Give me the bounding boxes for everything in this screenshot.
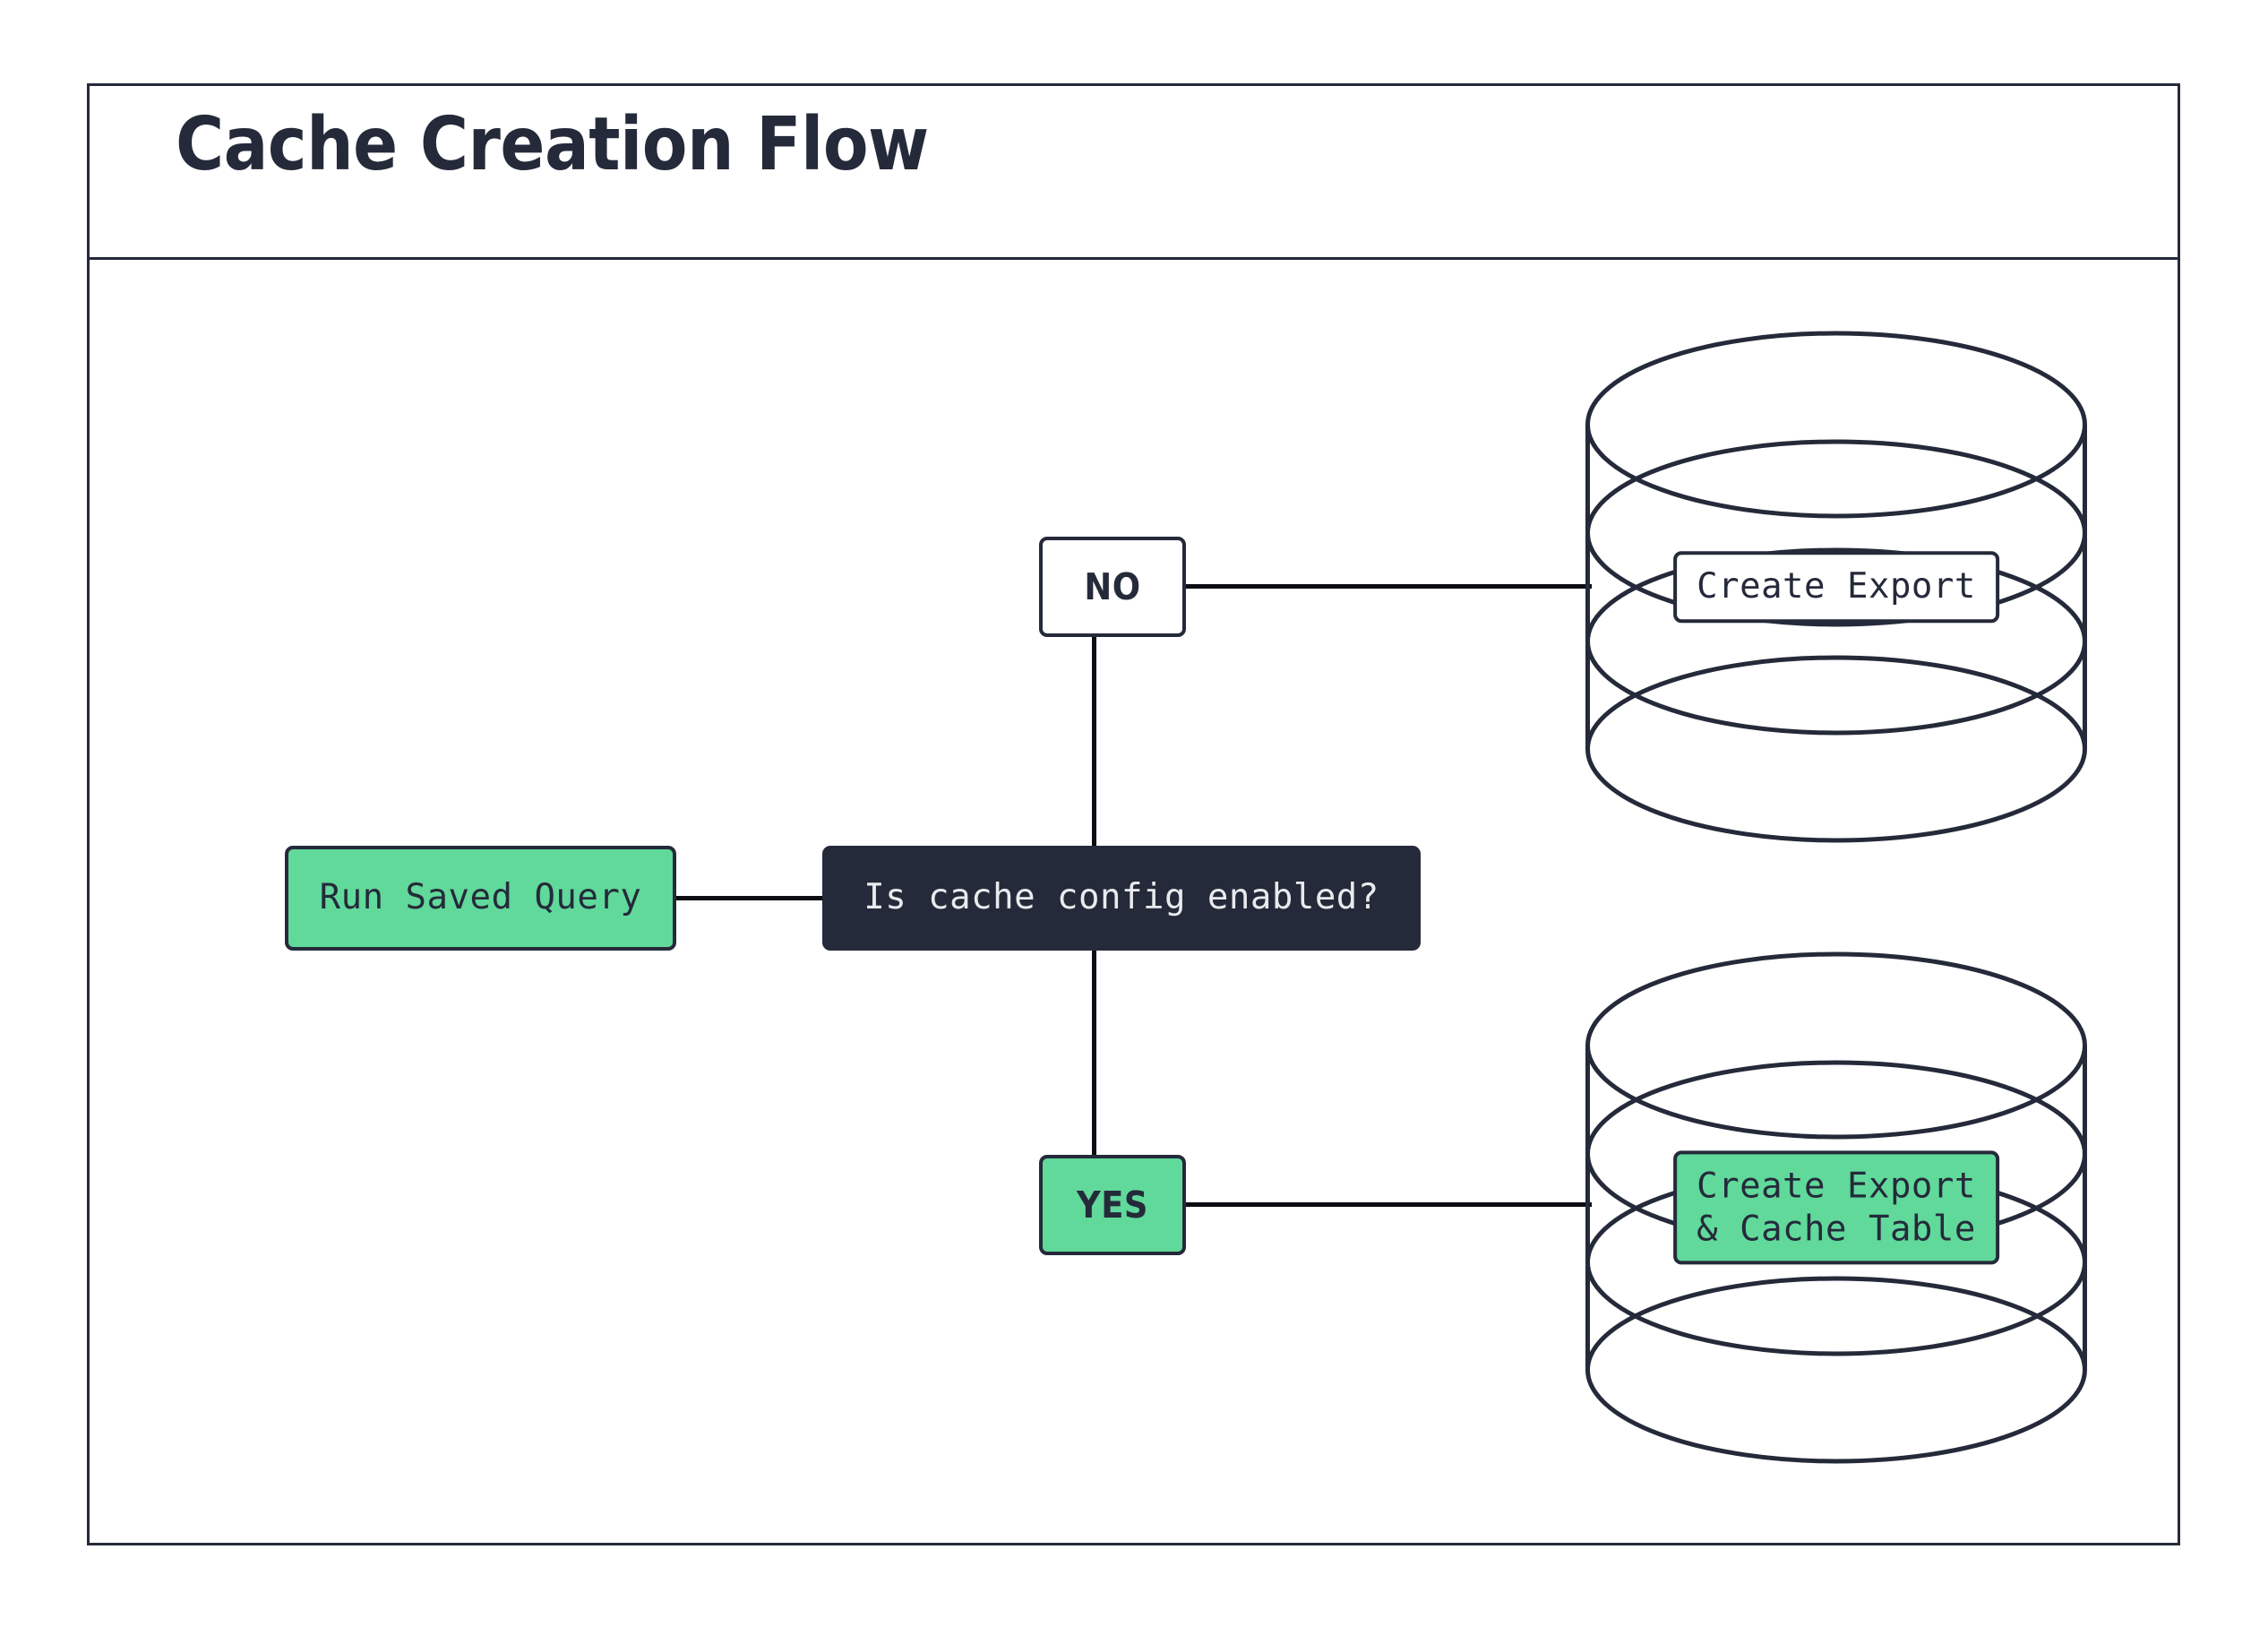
- database-cylinder-icon: [1585, 331, 2087, 843]
- node-run-saved-query[interactable]: Run Saved Query: [285, 846, 676, 951]
- node-branch-no[interactable]: NO: [1039, 537, 1186, 637]
- edge-decision-to-no: [1092, 634, 1096, 849]
- diagram-header-bar: [87, 83, 2180, 260]
- edge-decision-to-yes: [1092, 948, 1096, 1158]
- diagram-title: Cache Creation Flow: [176, 102, 929, 187]
- node-branch-yes[interactable]: YES: [1039, 1155, 1186, 1255]
- node-database-cylinder-create-export[interactable]: Create Export: [1585, 331, 2087, 843]
- edge-no-to-cylinder-top: [1184, 584, 1592, 589]
- cylinder-top-label: Create Export: [1673, 551, 1999, 623]
- node-decision-is-cache-config-enabled[interactable]: Is cache config enabled?: [822, 846, 1421, 951]
- edge-yes-to-cylinder-bottom: [1184, 1202, 1592, 1207]
- node-database-cylinder-create-export-and-cache-table[interactable]: Create Export & Cache Table: [1585, 951, 2087, 1464]
- diagram-frame: [87, 83, 2180, 1545]
- edge-run-saved-query-to-decision: [676, 896, 824, 900]
- cylinder-bottom-label: Create Export & Cache Table: [1673, 1150, 1999, 1265]
